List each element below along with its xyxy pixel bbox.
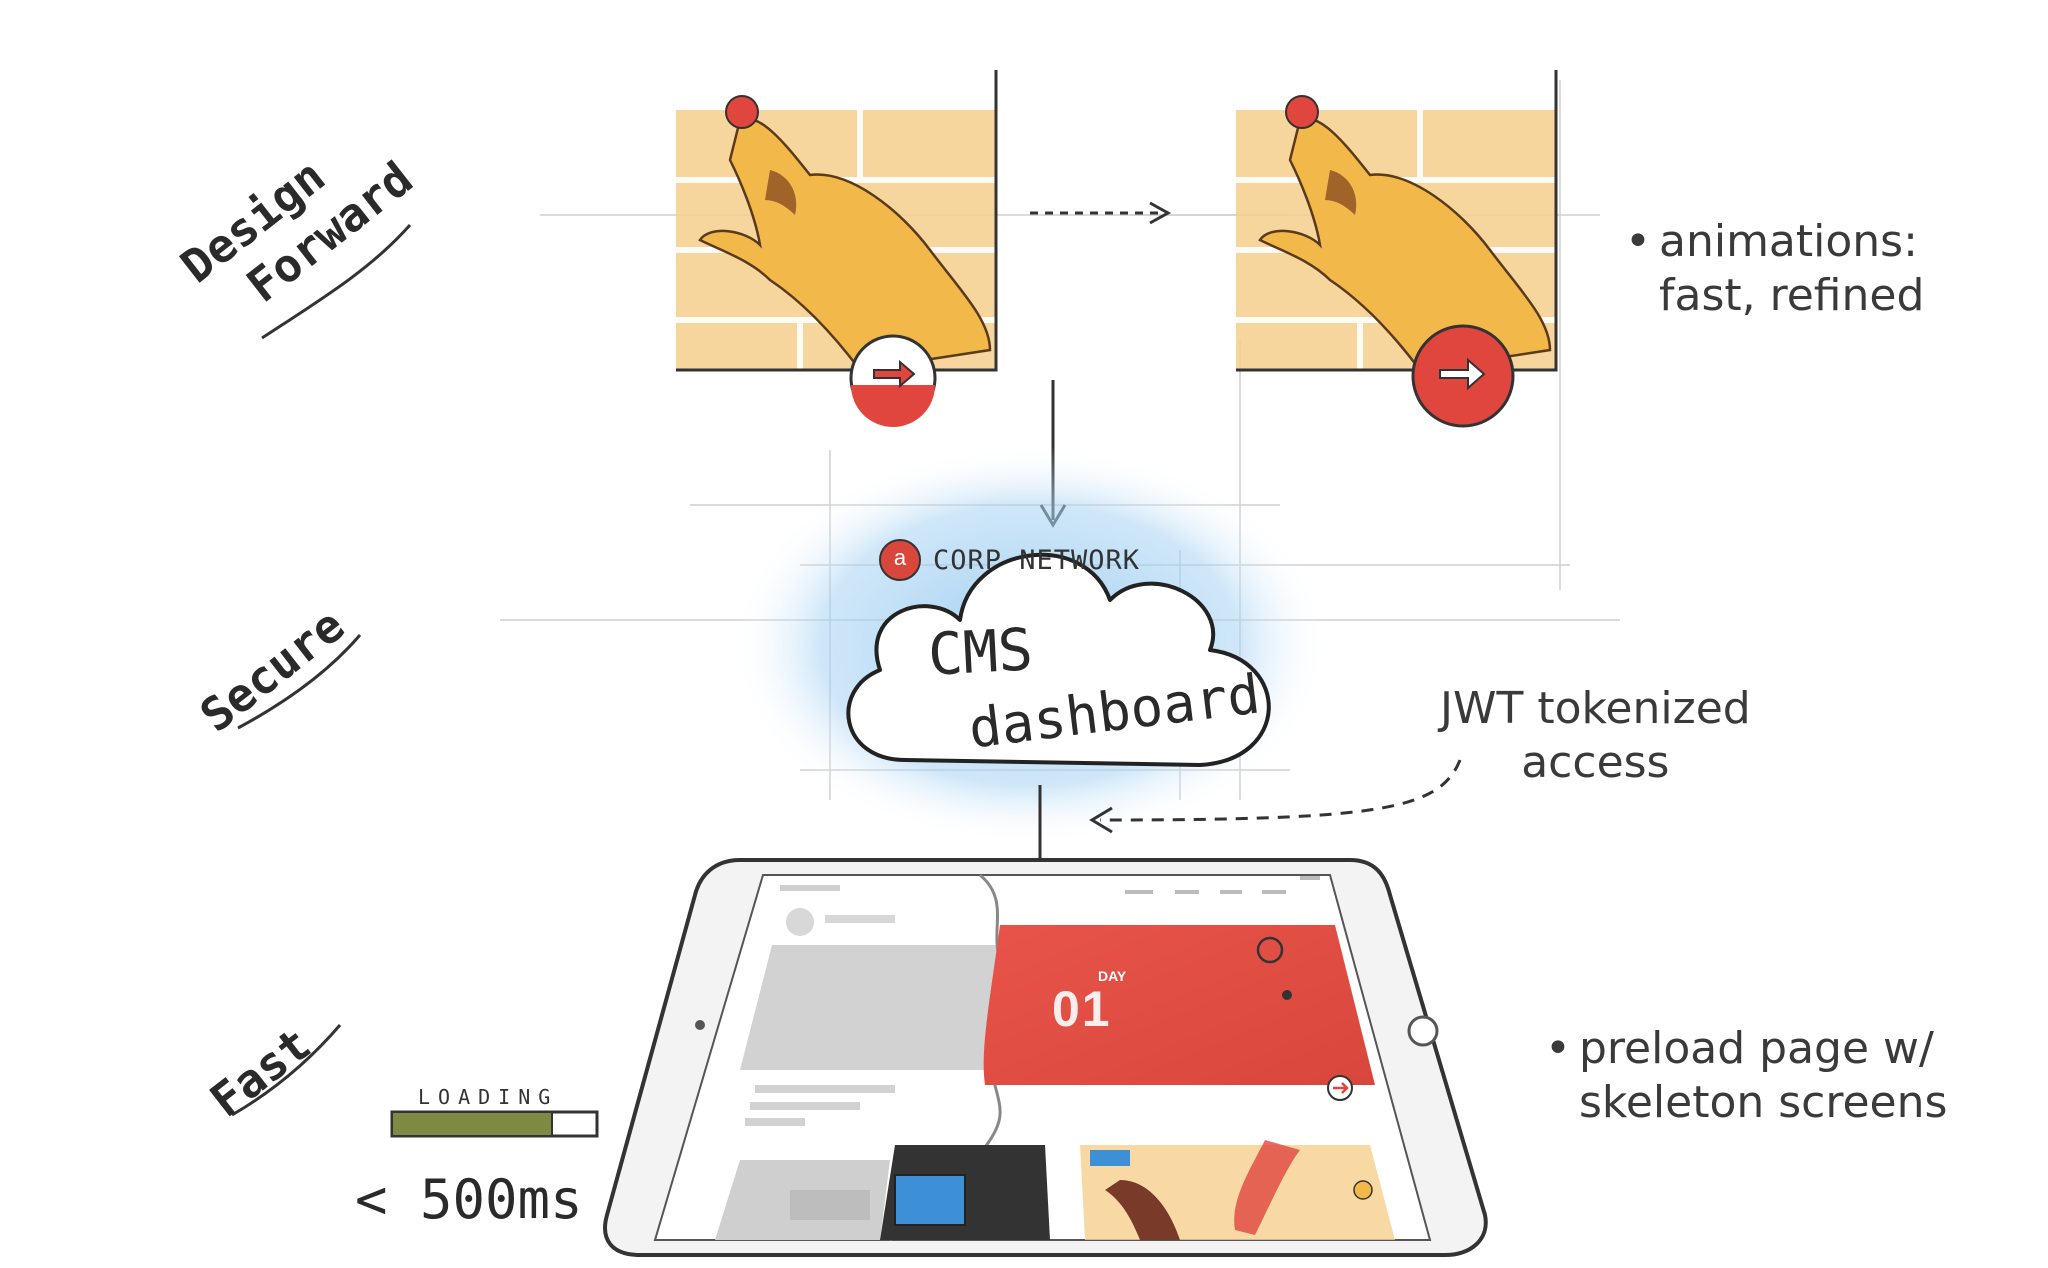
loading-label: LOADING [418, 1085, 559, 1109]
note-animations-line1: animations: [1659, 216, 1918, 267]
note-jwt-line2: access [1521, 737, 1670, 788]
loading-bar [390, 1110, 599, 1138]
hero-day-label: DAY [1098, 968, 1127, 984]
tile-after [1236, 60, 1558, 428]
hero-card [983, 925, 1375, 1085]
hero-day-number: 01 [1052, 981, 1112, 1037]
note-jwt: JWT tokenized access [1440, 682, 1751, 790]
arrow-right-icon [1439, 357, 1486, 391]
transition-arrow [1030, 201, 1172, 225]
note-jwt-line1: JWT tokenized [1440, 683, 1751, 734]
jwt-arrow [1089, 759, 1462, 834]
home-button [1407, 1015, 1439, 1047]
skeleton-screen [715, 885, 1000, 1240]
note-animations: •animations: fast, refined [1625, 216, 1925, 321]
note-animations-line2: fast, refined [1659, 270, 1925, 321]
tablet-device [603, 858, 1488, 1257]
note-preload-line1: preload page w/ [1579, 1023, 1934, 1074]
note-preload: •preload page w/ skeleton screens [1545, 1023, 1948, 1128]
corp-badge [879, 539, 921, 581]
cloud-icon [846, 553, 1271, 767]
note-preload-line2: skeleton screens [1579, 1077, 1948, 1128]
corp-badge-letter: a [893, 545, 907, 570]
tile-before [676, 60, 998, 427]
blue-card [894, 1174, 966, 1226]
label-underlines [231, 224, 412, 1117]
loading-timing: < 500ms [355, 1168, 583, 1231]
corp-network-label: CORP NETWORK [933, 545, 1141, 576]
arrow-right-icon [873, 359, 916, 389]
cloud-title-cms: CMS [926, 615, 1035, 689]
